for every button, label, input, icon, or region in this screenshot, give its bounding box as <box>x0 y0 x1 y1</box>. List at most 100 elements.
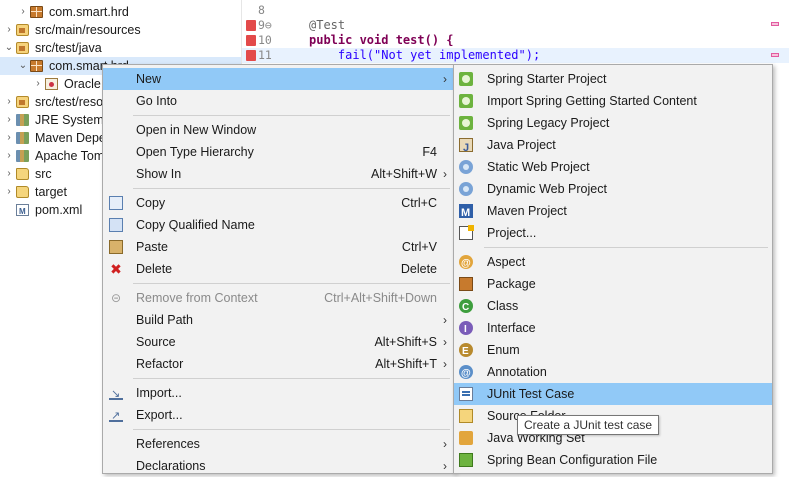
tree-item[interactable]: ⌄ src/test/java <box>0 39 241 57</box>
menu-item-enum[interactable]: Enum <box>454 339 772 363</box>
menu-item-new[interactable]: New› <box>103 68 454 90</box>
tree-item[interactable]: ›src <box>0 165 241 183</box>
menu-item-import-spring-getting-started-content[interactable]: Import Spring Getting Started Content <box>454 90 772 112</box>
tree-item-label: src/main/resources <box>35 23 141 37</box>
expanded-arrow-icon[interactable]: ⌄ <box>4 42 14 53</box>
tree-item[interactable]: ›JRE System L <box>0 111 241 129</box>
spring-icon <box>459 72 473 86</box>
menu-item-annotation[interactable]: Annotation <box>454 361 772 385</box>
code-line[interactable]: 9⊖@Test <box>242 18 789 33</box>
menu-item-label: Package <box>487 277 536 291</box>
menu-item-package[interactable]: Package <box>454 273 772 295</box>
collapsed-arrow-icon[interactable]: › <box>7 186 11 197</box>
overview-ruler-marker[interactable] <box>771 22 779 26</box>
tree-item[interactable]: ›Oracle <box>0 75 241 93</box>
menu-item-junit-test-case[interactable]: JUnit Test Case <box>454 383 772 405</box>
java-file-icon <box>45 78 58 90</box>
menu-item-label: Show In <box>136 167 182 181</box>
menu-item-open-in-new-window[interactable]: Open in New Window <box>103 119 454 141</box>
menu-item-spring-legacy-project[interactable]: Spring Legacy Project <box>454 112 772 134</box>
tree-item[interactable]: › com.smart.hrd <box>0 3 241 21</box>
menu-item-java-project[interactable]: Java Project <box>454 134 772 159</box>
collapsed-arrow-icon[interactable]: › <box>7 168 11 179</box>
menu-item-spring-starter-project[interactable]: Spring Starter Project <box>454 68 772 90</box>
tree-item-label: src/test/java <box>35 41 102 55</box>
menu-separator <box>133 188 450 189</box>
menu-item-import[interactable]: Import... <box>103 382 454 405</box>
tree-item[interactable]: ›Apache Tom <box>0 147 241 165</box>
menu-item-spring-bean-configuration-file[interactable]: Spring Bean Configuration File <box>454 449 772 471</box>
error-marker-icon[interactable] <box>246 20 256 31</box>
menu-item-label: Spring Legacy Project <box>487 116 610 130</box>
tree-item-label: pom.xml <box>35 203 83 217</box>
menu-item-dynamic-web-project[interactable]: Dynamic Web Project <box>454 178 772 200</box>
tree-item-label: com.smart.hrd <box>49 5 129 19</box>
menu-item-go-into[interactable]: Go Into <box>103 90 454 112</box>
menu-item-label: Annotation <box>487 365 547 379</box>
menu-item-project[interactable]: Project... <box>454 222 772 244</box>
menu-item-label: Declarations <box>136 459 206 473</box>
menu-item-declarations[interactable]: Declarations › <box>103 455 454 477</box>
collapsed-arrow-icon[interactable]: › <box>21 6 25 17</box>
library-icon <box>16 114 29 126</box>
submenu-arrow-icon: › <box>443 335 447 349</box>
menu-item-aspect[interactable]: Aspect <box>454 251 772 275</box>
menu-item-label: Go Into <box>136 94 177 108</box>
menu-item-label: Source <box>136 335 176 349</box>
collapsed-arrow-icon[interactable]: › <box>36 78 40 89</box>
menu-item-label: References <box>136 437 200 451</box>
folder-icon <box>16 168 29 180</box>
line-number: 10 <box>258 33 272 47</box>
error-marker-icon[interactable] <box>246 35 256 46</box>
collapsed-arrow-icon[interactable]: › <box>7 132 11 143</box>
tree-item[interactable]: › src/main/resources <box>0 21 241 39</box>
menu-item-class[interactable]: Class <box>454 295 772 319</box>
collapsed-arrow-icon[interactable]: › <box>7 96 11 107</box>
menu-item-references[interactable]: References› <box>103 433 454 455</box>
class-icon <box>459 297 473 319</box>
expanded-arrow-icon[interactable]: ⌄ <box>18 60 28 71</box>
tree-item[interactable]: › Maven Depe <box>0 129 241 147</box>
tree-item[interactable]: ›src/test/reso <box>0 93 241 111</box>
collapsed-arrow-icon[interactable]: › <box>7 24 11 35</box>
tooltip: Create a JUnit test case <box>517 415 660 435</box>
package-icon <box>30 6 43 18</box>
collapsed-arrow-icon[interactable]: › <box>7 150 11 161</box>
remove-context-icon: ⊝ <box>110 291 122 305</box>
menu-item-copy-qualified-name[interactable]: Copy Qualified Name <box>103 214 454 236</box>
menu-item-shortcut: Ctrl+C <box>401 196 437 210</box>
menu-item-build-path[interactable]: Build Path› <box>103 309 454 331</box>
tree-item[interactable]: ›target <box>0 183 241 201</box>
export-icon <box>109 405 123 427</box>
collapsed-arrow-icon[interactable]: › <box>7 114 11 125</box>
menu-item-interface[interactable]: Interface <box>454 317 772 341</box>
code-text: fail("Not yet implemented"); <box>309 48 541 62</box>
overview-ruler-marker[interactable] <box>771 53 779 57</box>
java-project-icon <box>459 137 473 159</box>
menu-item-label: Maven Project <box>487 204 567 218</box>
menu-item-maven-project[interactable]: Maven Project <box>454 200 772 224</box>
spring-icon <box>459 94 473 108</box>
code-line[interactable]: 11 fail("Not yet implemented"); <box>242 48 789 63</box>
submenu-arrow-icon: › <box>443 459 447 473</box>
menu-item-label: Import... <box>136 386 182 400</box>
delete-icon: ✖ <box>110 261 122 277</box>
error-marker-icon[interactable] <box>246 50 256 61</box>
menu-item-static-web-project[interactable]: Static Web Project <box>454 156 772 178</box>
tree-item[interactable]: pom.xml <box>0 201 241 221</box>
code-line[interactable]: 8 <box>242 3 789 18</box>
tree-item-label: Maven Depe <box>35 131 106 145</box>
line-number: 11 <box>258 48 272 62</box>
menu-item-export[interactable]: Export... <box>103 404 454 427</box>
menu-item-label: Enum <box>487 343 520 357</box>
menu-item-label: Open in New Window <box>136 123 257 137</box>
